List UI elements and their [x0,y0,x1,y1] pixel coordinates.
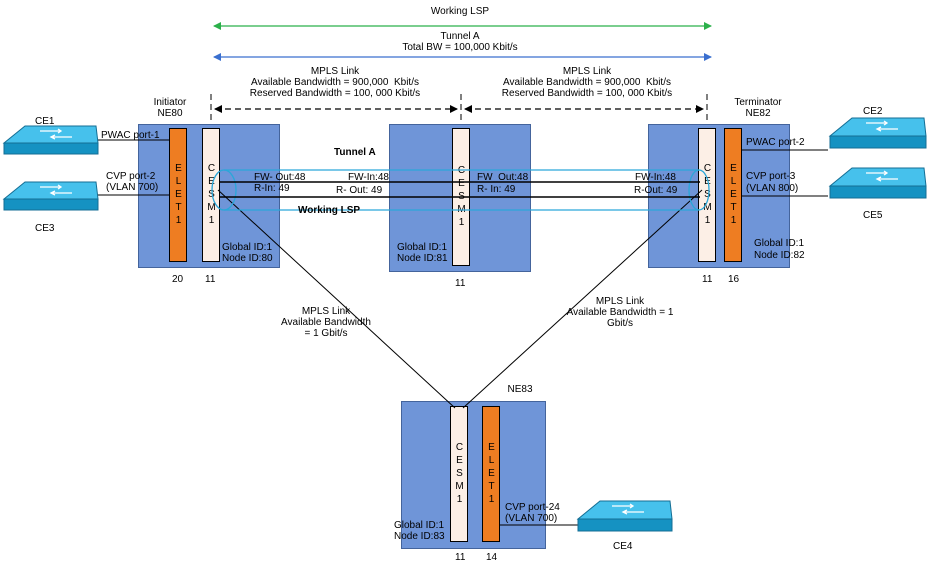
ne80-port-cvp: CVP port-2 [106,171,156,182]
ne83-slot-elet: 14 [486,552,498,563]
ne80-port-pwac: PWAC port-1 [101,130,160,141]
ne80-node-id: Node ID:80 [222,253,273,264]
ce2-switch-icon [828,117,927,149]
ne83-port-vlan: (VLAN 700) [505,513,558,524]
ne80-r-in: R-In: 49 [254,183,290,194]
ne82-name: NE82 [745,108,771,119]
ne82-r-out: R-Out: 49 [634,185,678,196]
ne83-node-id: Node ID:83 [394,531,445,542]
ne82-cesm-board: CESM1 [698,128,716,262]
ne80-global-id: Global ID:1 [222,242,273,253]
mpls-link-right-available: Available Bandwidth = 900,000 Kbit/s [503,77,671,88]
ne82-port-cvp: CVP port-3 [746,171,796,182]
mpls-link-ne82-ne83-title: MPLS Link [595,296,645,307]
ne82-port-pwac: PWAC port-2 [746,137,805,148]
mpls-link-left-reserved: Reserved Bandwidth = 100, 000 Kbit/s [249,88,421,99]
ne81-fw-out: FW_Out:48 [477,172,529,183]
mpls-link-left-available: Available Bandwidth = 900,000 Kbit/s [251,77,419,88]
ce4-label: CE4 [613,541,633,552]
mpls-link-ne80-ne83 [217,189,456,409]
ne80-port-vlan: (VLAN 700) [106,182,159,193]
mpls-link-ne82-ne83-line2: Gbit/s [606,318,634,329]
ne80-slot-elet: 20 [172,274,184,285]
ne82-node-id: Node ID:82 [754,250,805,261]
tunnel-a-pipe [211,169,710,211]
ne81-slot-cesm: 11 [455,278,466,289]
ne83-global-id: Global ID:1 [394,520,445,531]
ne81-fw-in: FW-In:48 [348,172,389,183]
ne82-global-id: Global ID:1 [754,238,805,249]
mpls-link-ne82-ne83 [462,189,703,409]
mpls-link-right-reserved: Reserved Bandwidth = 100, 000 Kbit/s [501,88,673,99]
ce3-label: CE3 [35,223,55,234]
ne82-role: Terminator [734,97,782,108]
ne82-fw-in: FW-In:48 [635,172,676,183]
working-lsp-title: Working LSP [430,6,490,17]
ne81-r-out: R- Out: 49 [336,185,383,196]
ne83-elet-board: ELET1 [482,406,500,542]
ne83-box [401,401,546,549]
ne82-slot-elet: 16 [728,274,740,285]
ce2-label: CE2 [863,106,883,117]
ce5-label: CE5 [863,210,883,221]
ce3-switch-icon [2,181,99,211]
ce5-switch-icon [828,167,927,199]
mpls-link-ne82-ne83-line1: Available Bandwidth = 1 [566,307,674,318]
mpls-link-ne80-ne83-line2: = 1 Gbit/s [304,328,348,339]
ne80-elet-board: ELET1 [169,128,187,262]
ne83-slot-cesm: 11 [455,552,466,563]
tunnel-a-label: Tunnel A [334,147,376,158]
mpls-link-right-title: MPLS Link [562,66,612,77]
ce1-switch-icon [2,125,99,155]
total-bw-label: Total BW = 100,000 Kbit/s [402,42,518,53]
mpls-link-ne80-ne83-title: MPLS Link [301,306,351,317]
ne80-slot-cesm: 11 [205,274,216,285]
ne81-global-id: Global ID:1 [397,242,448,253]
ne81-r-in: R- In: 49 [477,184,516,195]
ne82-slot-cesm: 11 [702,274,713,285]
ne82-port-vlan: (VLAN 800) [746,183,799,194]
ne82-elet-board: ELET1 [724,128,742,262]
tunnel-a-title: Tunnel A [440,31,480,42]
ce1-label: CE1 [35,116,55,127]
ne80-role: Initiator [153,97,187,108]
ce4-switch-icon [576,500,673,532]
mpls-link-left-title: MPLS Link [310,66,360,77]
ne80-fw-out: FW- Out:48 [254,172,306,183]
ne83-port-cvp: CVP port-24 [505,502,560,513]
ne83-name: NE83 [507,384,533,395]
ne81-node-id: Node ID:81 [397,253,448,264]
ne80-cesm-board: CESM1 [202,128,220,262]
working-lsp-label: Working LSP [298,205,361,216]
ne80-name: NE80 [157,108,183,119]
ne83-cesm-board: CESM1 [450,406,468,542]
mpls-link-ne80-ne83-line1: Available Bandwidth [281,317,371,328]
